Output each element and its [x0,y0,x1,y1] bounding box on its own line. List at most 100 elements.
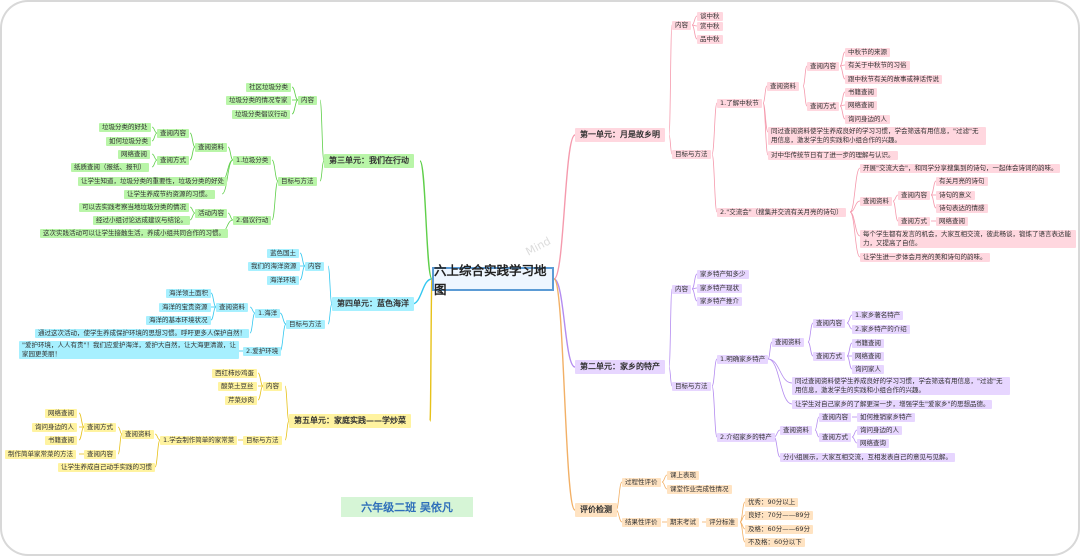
u2-s1-goal: 同过查阅资料使学生养成良好的学习习惯，学会筛选有用信息，"过滤"无用信息，激发学… [792,377,1010,395]
u2-s1-method[interactable]: 查阅方式 [813,352,845,361]
u1-s1-method[interactable]: 查阅方式 [807,102,839,111]
u2-s1-check[interactable]: 查阅资料 [772,338,804,347]
u1-content-item: 品中秋 [697,35,723,44]
u2-s1-method-item: 书籍查阅 [852,339,884,348]
connector [892,194,899,202]
u5-s1-content[interactable]: 查阅内容 [84,450,116,459]
u1-s2-method-item: 网络查阅 [936,217,968,226]
u1-goal-node[interactable]: 目标与方法 [672,150,711,159]
u5-content-item: 西红柿炒鸡蛋 [212,369,257,378]
u2-s2-method[interactable]: 查阅方式 [819,433,851,442]
connector [249,312,256,334]
u4-goal-node[interactable]: 目标与方法 [286,320,325,329]
u3-sub2[interactable]: 2.倡议行动 [233,216,272,225]
u2-s1-item: 2.家乡特产的介绍 [852,325,910,334]
eval-process-node[interactable]: 过程性评价 [622,478,661,487]
u4-sub2[interactable]: 2.爱护环境 [243,347,282,356]
u2-sub2[interactable]: 2.介绍家乡的特产 [717,433,775,442]
u3-s1-check[interactable]: 查阅资料 [195,143,227,152]
u1-s2-check[interactable]: 查阅资料 [860,197,892,206]
u2-goal-node[interactable]: 目标与方法 [672,382,711,391]
u2-s1-method-item: 询问家人 [852,365,884,374]
eval-standard[interactable]: 评分标准 [706,518,738,527]
unit5-topic[interactable]: 第五单元：家庭实践——学炒菜 [289,414,411,428]
connector [553,278,576,368]
u1-sub2[interactable]: 2."交流会"（搜集并交流有关月亮的诗句） [717,208,846,217]
connector [814,429,820,438]
u2-s2-goal: 分小组展示，大家互相交流，互相发表自己的意见与见解。 [780,453,955,462]
u1-s1-check[interactable]: 查阅资料 [767,82,799,91]
u5-content-item: 酸菜土豆丝 [218,382,257,391]
connector [849,211,861,258]
connector [553,134,576,280]
u5-s1-method[interactable]: 查阅方式 [84,423,116,432]
unit3-topic[interactable]: 第三单元：我们在行动 [324,154,414,168]
u5-sub1[interactable]: 1.学会制作简单的家常菜 [160,436,238,445]
u4-content-item: 我们的海洋资源 [248,262,300,271]
connector [802,65,808,87]
u4-s1-item: 海洋领土面积 [166,289,211,298]
u5-content-node[interactable]: 内容 [263,382,282,391]
u1-s2-item: 诗句的意义 [936,191,975,200]
u3-s1-item: 如何垃圾分类 [106,137,151,146]
connector [189,212,196,221]
u1-s2-item: 诗句表达的情感 [936,204,988,213]
connector [839,105,846,120]
unit4-topic[interactable]: 第四单元：蓝色海洋 [332,297,414,311]
connector [279,312,287,325]
central-topic: 六上综合实践学习地图 [432,263,554,297]
connector [411,278,433,305]
evaluation-topic[interactable]: 评价检测 [575,503,617,517]
u1-s2-goal: 每个学生都有发言的机会，大家互相交流，彼此畅谈，锻炼了语言表达能力，又提高了自信… [860,230,1076,248]
connector [892,200,899,222]
connector [319,160,325,182]
u1-s1-content[interactable]: 查阅内容 [807,62,839,71]
connector [767,358,793,405]
u3-s1-goal: 让学生养成节约资源的习惯。 [124,190,215,199]
u1-sub1[interactable]: 1.了解中秋节 [717,99,762,108]
u3-s2-content[interactable]: 活动内容 [195,209,227,218]
u3-s1-content[interactable]: 查阅内容 [157,129,189,138]
connector [668,366,673,387]
u2-content-node[interactable]: 内容 [672,285,691,294]
connector [327,303,333,325]
u1-s1-item: 中秋节的来源 [845,48,890,57]
u4-s1-check[interactable]: 查阅资料 [216,303,248,312]
u2-s1-content[interactable]: 查阅内容 [813,319,845,328]
u2-content-item: 家乡特产现状 [697,284,742,293]
u4-content-node[interactable]: 内容 [305,262,324,271]
u3-content-node[interactable]: 内容 [298,96,317,105]
u3-sub1[interactable]: 1.垃圾分类 [233,156,272,165]
u1-s1-goal: 同过查阅资料使学生养成良好的学习习惯，学会筛选有用信息，"过滤"无用信息，激发学… [768,127,986,145]
u2-s2-method-item: 网络查询 [857,439,889,448]
u5-s1-check[interactable]: 查阅资料 [122,430,154,439]
u3-s1-method[interactable]: 查阅方式 [157,156,189,165]
u3-s1-goal: 让学生知道，垃圾分类的重要性，垃圾分类的好处 [78,177,227,186]
u4-sub1[interactable]: 1.海洋 [255,309,281,318]
unit2-topic[interactable]: 第二单元：家乡的特产 [575,360,665,374]
u2-s2-check[interactable]: 查阅资料 [780,426,812,435]
connector [930,180,937,196]
eval-process-item: 课堂作业完成性情况 [667,485,732,494]
connector [691,24,698,40]
connector [319,99,325,162]
connector [762,85,768,104]
connector [807,322,814,343]
u1-s2-item: 有关月亮的诗句 [936,177,988,186]
u3-goal-node[interactable]: 目标与方法 [278,177,317,186]
eval-result-node[interactable]: 结果性评价 [622,518,661,527]
u5-goal-node[interactable]: 目标与方法 [243,436,282,445]
u1-content-node[interactable]: 内容 [672,21,691,30]
u1-s2-method[interactable]: 查阅方式 [898,217,930,226]
u2-content-item: 家乡特产知多少 [697,270,749,279]
u2-sub1[interactable]: 1.明确家乡特产 [717,355,769,364]
u3-s2-goal: 这次实践活动可以让学生接触生活，养成小组共同合作的习惯。 [40,229,228,238]
connector [271,159,279,182]
connector [249,306,256,314]
u2-s1-goal: 让学生对自己家乡的了解更深一步，增强学生"爱家乡"的思想品德。 [792,400,993,409]
u1-s2-content[interactable]: 查阅内容 [898,191,930,200]
eval-final-exam[interactable]: 期末考试 [667,518,699,527]
u2-s2-content[interactable]: 查阅内容 [819,413,851,422]
unit1-topic[interactable]: 第一单元：月是故乡明 [575,128,665,142]
u1-content-item: 赏中秋 [697,22,723,31]
